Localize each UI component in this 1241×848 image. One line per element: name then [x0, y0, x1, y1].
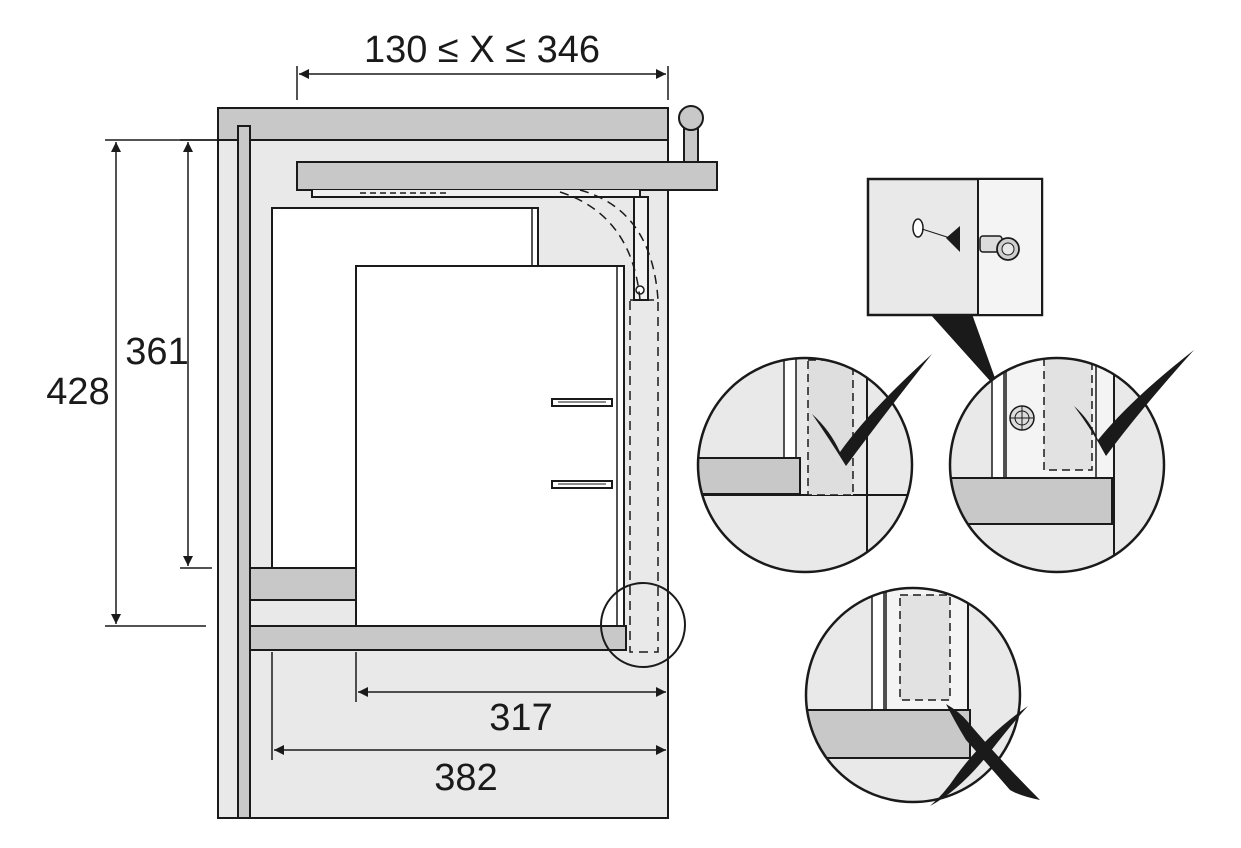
correct-detail — [696, 354, 932, 574]
inset-pointer — [930, 314, 1000, 392]
lid-rail — [296, 161, 718, 191]
depth-382-label: 382 — [434, 757, 497, 799]
range-label: 130 ≤ X ≤ 346 — [364, 29, 600, 71]
detail-highlight-circle — [600, 582, 686, 668]
cabinet-side-wall — [237, 125, 251, 819]
insertion-arrow-icon — [946, 226, 960, 252]
screw-hole-icon — [912, 218, 924, 238]
hinge-runner — [311, 190, 641, 198]
mounting-post — [683, 127, 699, 165]
hinge-arm — [633, 196, 649, 301]
front-drawer — [355, 265, 625, 627]
screw-icon — [979, 235, 1020, 261]
cabinet-top-panel — [217, 107, 669, 141]
shelf-upper — [249, 567, 357, 601]
shelf-lower — [249, 625, 627, 651]
check-mark-icon — [812, 354, 932, 466]
door-profile-dashed — [629, 299, 659, 653]
height-361-label: 361 — [125, 331, 188, 373]
check-mark-icon — [1074, 350, 1194, 456]
height-428-label: 428 — [46, 371, 109, 413]
dimension-lines — [105, 66, 669, 760]
correct-with-screw-detail — [948, 350, 1194, 574]
screw-inset — [866, 177, 1044, 392]
mounting-knob-icon — [678, 105, 704, 131]
depth-317-label: 317 — [489, 697, 552, 739]
cabinet-drawing — [217, 105, 718, 819]
swing-arc — [559, 191, 641, 301]
hinge-screw-icon — [635, 285, 645, 295]
incorrect-detail — [804, 586, 1040, 806]
cross-mark-icon — [930, 704, 1040, 806]
